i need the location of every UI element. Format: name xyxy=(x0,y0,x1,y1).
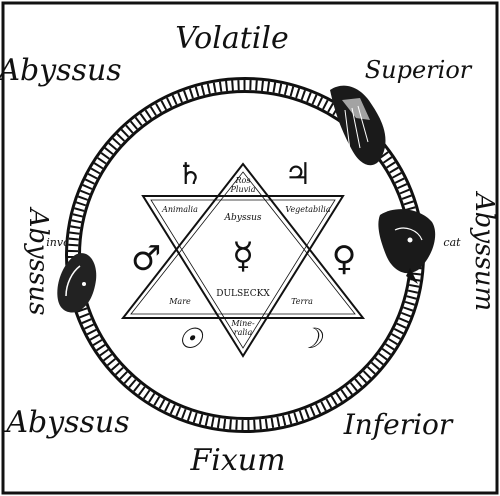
hex-upper-left: Animalia xyxy=(161,205,198,214)
dragon-head xyxy=(378,209,436,284)
moon-icon: ☽ xyxy=(297,322,324,355)
sun-icon: ☉ xyxy=(177,322,204,355)
saturn-icon: ♄ xyxy=(177,157,204,192)
label-volatile: Volatile xyxy=(175,21,288,56)
hex-upper-right: Vegetabilia xyxy=(285,205,330,214)
label-abyssus-left-vertical: Abyssus xyxy=(23,207,53,316)
hexagram-up-triangle xyxy=(120,162,366,319)
hex-center-upper: Abyssus xyxy=(224,213,262,223)
mercury-icon: ☿ xyxy=(232,236,254,277)
label-abyssus-top-left: Abyssus xyxy=(0,53,122,88)
label-abyssus-bottom-left: Abyssus xyxy=(3,405,129,440)
label-fixum: Fixum xyxy=(189,443,285,478)
hexagram xyxy=(120,162,366,358)
hex-lower-right: Terra xyxy=(291,297,313,306)
hex-bottom-line2: ralia xyxy=(234,328,253,337)
hex-lower-left: Mare xyxy=(168,297,191,306)
hex-top-line2: Pluvia xyxy=(230,185,256,194)
label-invo: invo xyxy=(46,236,70,249)
hexagram-up-triangle-inner xyxy=(130,171,356,315)
label-abyssum-right-vertical: Abyssum xyxy=(469,191,499,311)
label-superior: Superior xyxy=(365,56,473,84)
winged-dragon xyxy=(330,85,386,166)
hex-bottom-line1: Mine- xyxy=(230,319,255,328)
hex-center-lower: DULSECKX xyxy=(216,289,270,299)
mars-icon: ♂ xyxy=(131,239,161,279)
label-cat: cat xyxy=(443,236,461,249)
hex-top-line1: Ros xyxy=(235,176,251,185)
hexagram-down-triangle xyxy=(141,195,345,358)
hexagram-down-triangle-inner xyxy=(150,199,336,349)
label-inferior: Inferior xyxy=(343,408,454,441)
serpent-head xyxy=(57,253,97,313)
jupiter-icon: ♃ xyxy=(285,157,312,192)
venus-icon: ♀ xyxy=(332,239,357,279)
